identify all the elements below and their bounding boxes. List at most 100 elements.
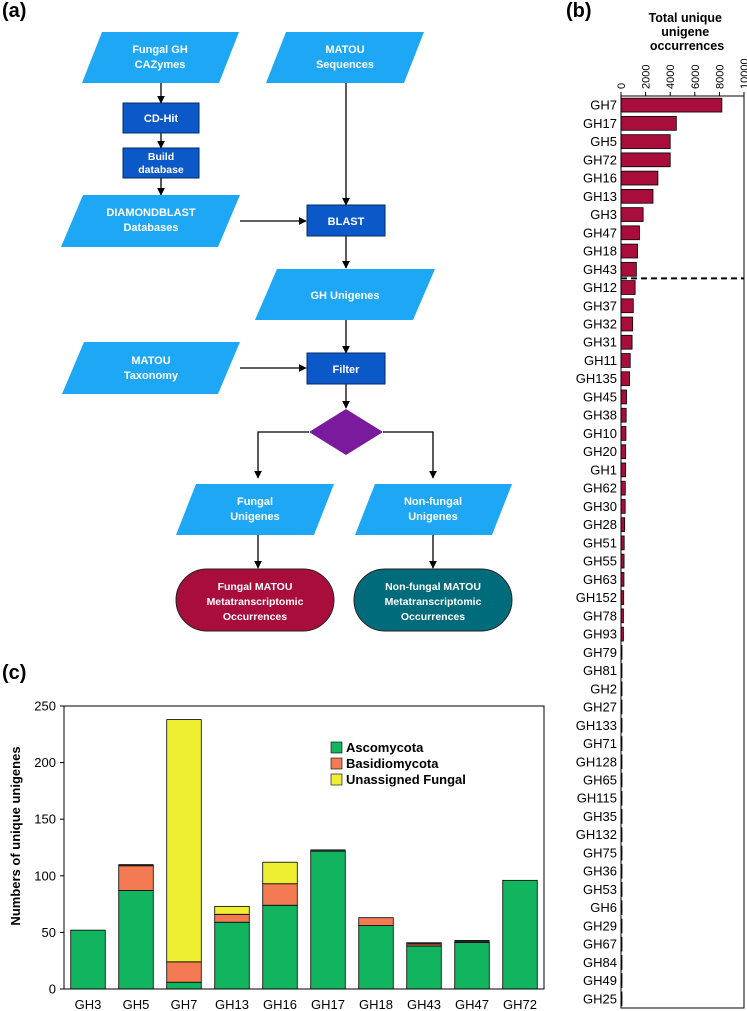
chart-c-bar-segment [118, 890, 154, 990]
node-nonfungal-line-2: Unigenes [408, 511, 458, 523]
chart-b-category-label: GH35 [583, 809, 617, 824]
chart-b-category-label: GH71 [583, 736, 617, 751]
chart-c-category-label: GH13 [215, 997, 249, 1011]
node-nonfungal-unigenes: Non-fungal Unigenes [355, 484, 512, 535]
chart-c-bar-segment [70, 929, 106, 990]
chart-b-category-label: GH72 [583, 152, 617, 167]
chart-c-category-label: GH3 [75, 997, 102, 1011]
chart-b-category-label: GH67 [583, 937, 617, 952]
chart-b-bar [620, 353, 631, 368]
chart-b-xlabel-line-3: occurrences [650, 39, 724, 53]
chart-b-category-label: GH133 [576, 718, 617, 733]
node-cd-hit: CD-Hit [122, 102, 200, 134]
chart-c-bar-segment [406, 945, 442, 990]
chart-b-category-label: GH47 [583, 225, 617, 240]
node-matou-sequences: MATOU Sequences [266, 32, 424, 83]
node-fungal-gh-cazymes: Fungal GH CAZymes [82, 32, 239, 83]
chart-c-bar-segment [118, 865, 154, 891]
chart-b-category-label: GH37 [583, 298, 617, 313]
chart-b-bar [620, 225, 640, 241]
node-nonfungal-occurrences: Non-fungal MATOU Metatranscriptomic Occu… [353, 568, 513, 632]
chart-b-bar [620, 134, 671, 149]
node-fungal-gh-line-2: CAZymes [135, 59, 186, 71]
chart-c-category-label: GH16 [263, 997, 297, 1011]
chart-b-category-label: GH132 [576, 827, 617, 842]
chart-b-bar [620, 152, 671, 168]
node-decision [309, 409, 383, 455]
chart-b-category-label: GH152 [576, 590, 617, 605]
node-build-database: Build database [122, 147, 200, 179]
chart-c-category-label: GH17 [311, 997, 345, 1011]
chart-b-bar [620, 261, 637, 277]
node-blast: BLAST [306, 204, 386, 237]
node-fungal-line-1: Fungal [237, 496, 273, 508]
chart-b-tick-label: 2000 [641, 65, 653, 89]
panel-label-a: (a) [2, 0, 27, 22]
chart-b-category-label: GH65 [583, 773, 617, 788]
chart-c-category-label: GH18 [359, 997, 393, 1011]
chart-b-category-label: GH75 [583, 845, 617, 860]
chart-b-category-label: GH2 [590, 681, 617, 696]
node-taxonomy-line-2: Taxonomy [124, 370, 179, 382]
node-fungal-occ-line-2: Metatranscriptomic [207, 596, 304, 608]
chart-b-category-label: GH81 [583, 663, 617, 678]
chart-b-bar [620, 170, 659, 186]
chart-c-category-label: GH72 [503, 997, 537, 1011]
chart-c-bar-segment [166, 981, 202, 990]
chart-b-category-label: GH7 [590, 98, 617, 113]
chart-c-stacked-unigenes: Numbers of unique unigenes 0501001502002… [8, 699, 545, 1011]
chart-b-bar [620, 499, 626, 514]
chart-b-tick-label: 10000 [739, 58, 747, 89]
edge-decision-nonfungal [383, 431, 437, 479]
chart-b-category-label: GH6 [590, 900, 617, 915]
chart-b-category-label: GH31 [583, 335, 617, 350]
chart-b-xlabel-line-2: unigene [661, 25, 709, 39]
chart-b-category-label: GH53 [583, 882, 617, 897]
node-fungal-occ-line-3: Occurrences [223, 611, 287, 623]
chart-b-xlabel: Total unique unigene occurrences [649, 11, 726, 53]
chart-b-category-label: GH38 [583, 408, 617, 423]
chart-c-legend-label: Ascomycota [346, 740, 424, 755]
node-taxonomy-line-1: MATOU [131, 355, 170, 367]
chart-c-bar-cap [454, 940, 490, 943]
chart-c-bar-segment [262, 904, 298, 990]
chart-b-tick-label: 0 [616, 83, 628, 89]
chart-b-category-label: GH13 [583, 189, 617, 204]
chart-b-category-label: GH10 [583, 426, 617, 441]
chart-b-category-label: GH30 [583, 499, 617, 514]
node-diamondblast-databases: DIAMONDBLAST Databases [61, 195, 240, 247]
chart-b-category-label: GH17 [583, 116, 617, 131]
node-nonfungal-occ-line-1: Non-fungal MATOU [385, 581, 481, 593]
chart-b-category-label: GH1 [590, 462, 617, 477]
chart-b-category-label: GH79 [583, 645, 617, 660]
panel-label-c: (c) [2, 662, 27, 684]
chart-b-bar [620, 188, 654, 204]
chart-b-bar [620, 389, 627, 405]
chart-b-category-label: GH84 [583, 955, 617, 970]
chart-c-category-label: GH47 [455, 997, 489, 1011]
chart-c-ytick-label: 200 [34, 755, 56, 770]
chart-b-bar [620, 243, 639, 259]
chart-b-category-label: GH36 [583, 864, 617, 879]
chart-b-bars [620, 97, 723, 1007]
flowchart: Fungal GH CAZymes MATOU Sequences CD-Hit… [61, 32, 513, 632]
chart-c-bar-cap [406, 942, 442, 945]
chart-b-category-label: GH27 [583, 700, 617, 715]
chart-c-bar-segment [502, 879, 538, 990]
node-diamond-line-2: Databases [123, 222, 178, 234]
chart-c-legend-swatch [330, 757, 343, 770]
chart-b-category-label: GH115 [577, 791, 617, 806]
chart-c-bar-segment [358, 917, 394, 927]
chart-c-category-label: GH43 [407, 997, 441, 1011]
chart-b-category-label: GH29 [583, 918, 617, 933]
node-matou-seq-line-2: Sequences [316, 59, 374, 71]
chart-c-legend-label: Basidiomycota [346, 756, 439, 771]
chart-b-category-label: GH51 [583, 535, 617, 550]
node-build-line-1: Build [148, 151, 174, 163]
chart-b-tick-label: 4000 [665, 65, 677, 89]
chart-c-ylabel: Numbers of unique unigenes [8, 746, 23, 925]
chart-c-ytick-label: 50 [42, 925, 56, 940]
